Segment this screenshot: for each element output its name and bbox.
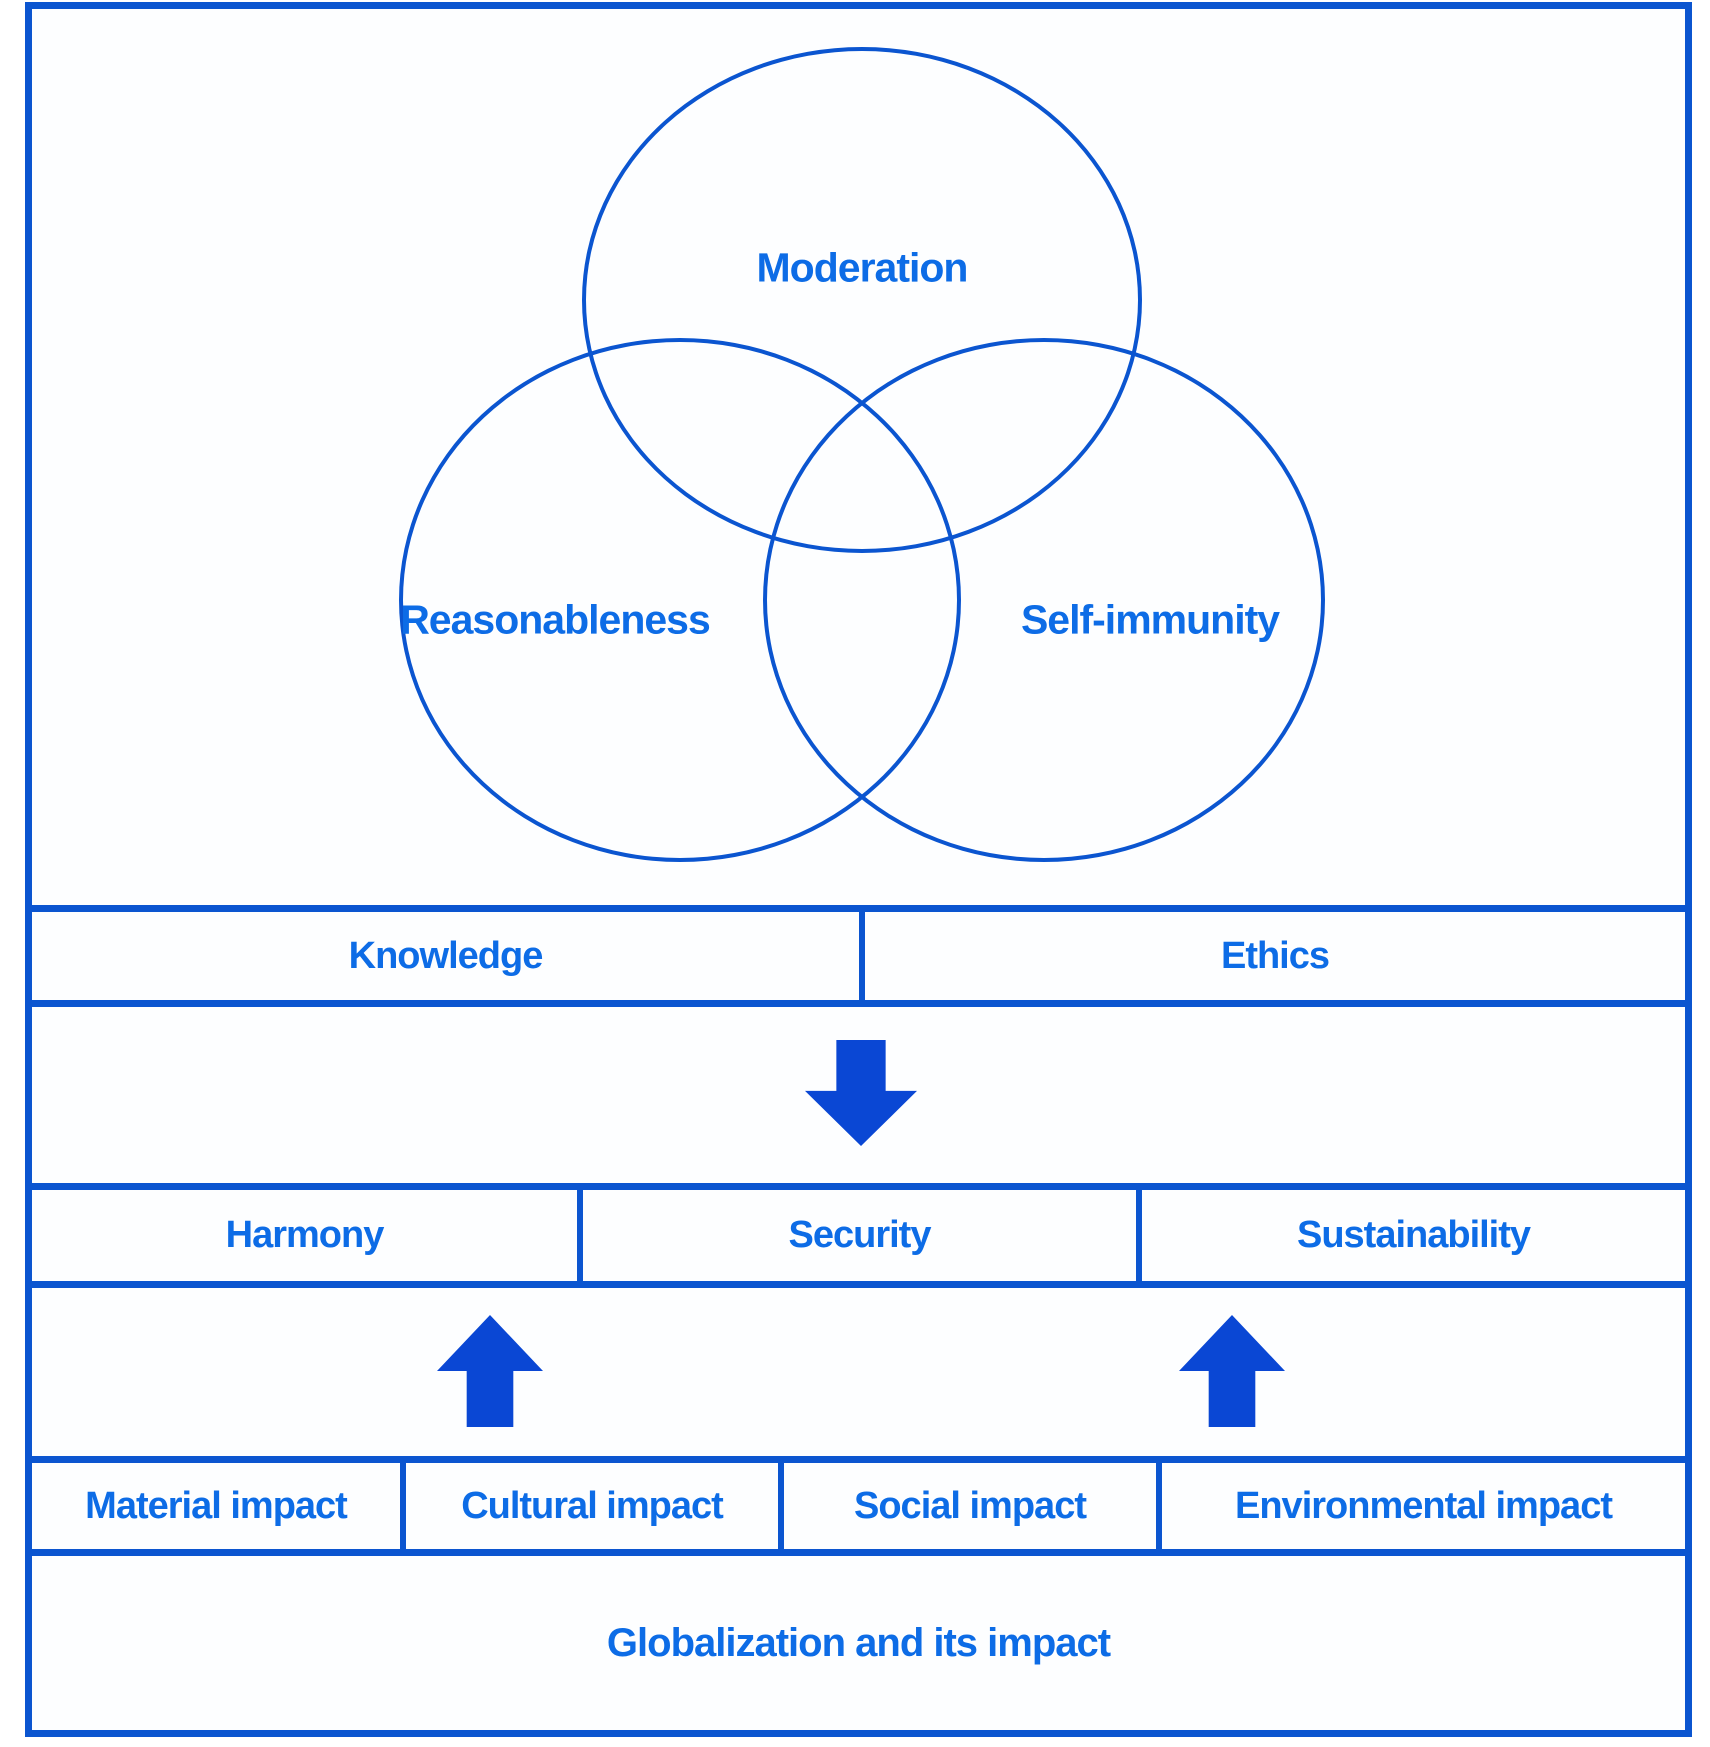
venn-label-moderation: Moderation — [756, 244, 969, 291]
cell-security: Security — [583, 1190, 1142, 1281]
down-arrow-band — [32, 1007, 1685, 1183]
row-outcomes: Harmony Security Sustainability — [32, 1183, 1685, 1288]
diagram-frame: Moderation Reasonableness Self-immunity … — [25, 2, 1692, 1737]
row-impacts: Material impact Cultural impact Social i… — [32, 1456, 1685, 1556]
up-arrow-band — [32, 1288, 1685, 1456]
cell-cultural-impact: Cultural impact — [406, 1463, 784, 1549]
cell-environmental-impact: Environmental impact — [1235, 1484, 1613, 1527]
down-arrow-icon — [805, 1040, 917, 1146]
cell-social-impact: Social impact — [784, 1463, 1162, 1549]
cell-sustainability: Sustainability — [1296, 1214, 1531, 1256]
venn-label-reasonableness: Reasonableness — [400, 596, 711, 643]
venn-section: Moderation Reasonableness Self-immunity — [32, 9, 1685, 905]
venn-circle-self-immunity — [763, 338, 1325, 862]
cell-harmony: Harmony — [32, 1190, 583, 1281]
up-arrow-right-icon — [1179, 1315, 1285, 1427]
cell-knowledge: Knowledge — [32, 912, 865, 1000]
cell-ethics: Ethics — [1220, 934, 1330, 977]
up-arrow-left-icon — [437, 1315, 543, 1427]
row-factors: Knowledge Ethics — [32, 905, 1685, 1007]
base-globalization-label: Globalization and its impact — [32, 1556, 1685, 1730]
venn-label-self-immunity: Self-immunity — [1020, 596, 1280, 643]
cell-material-impact: Material impact — [32, 1463, 406, 1549]
